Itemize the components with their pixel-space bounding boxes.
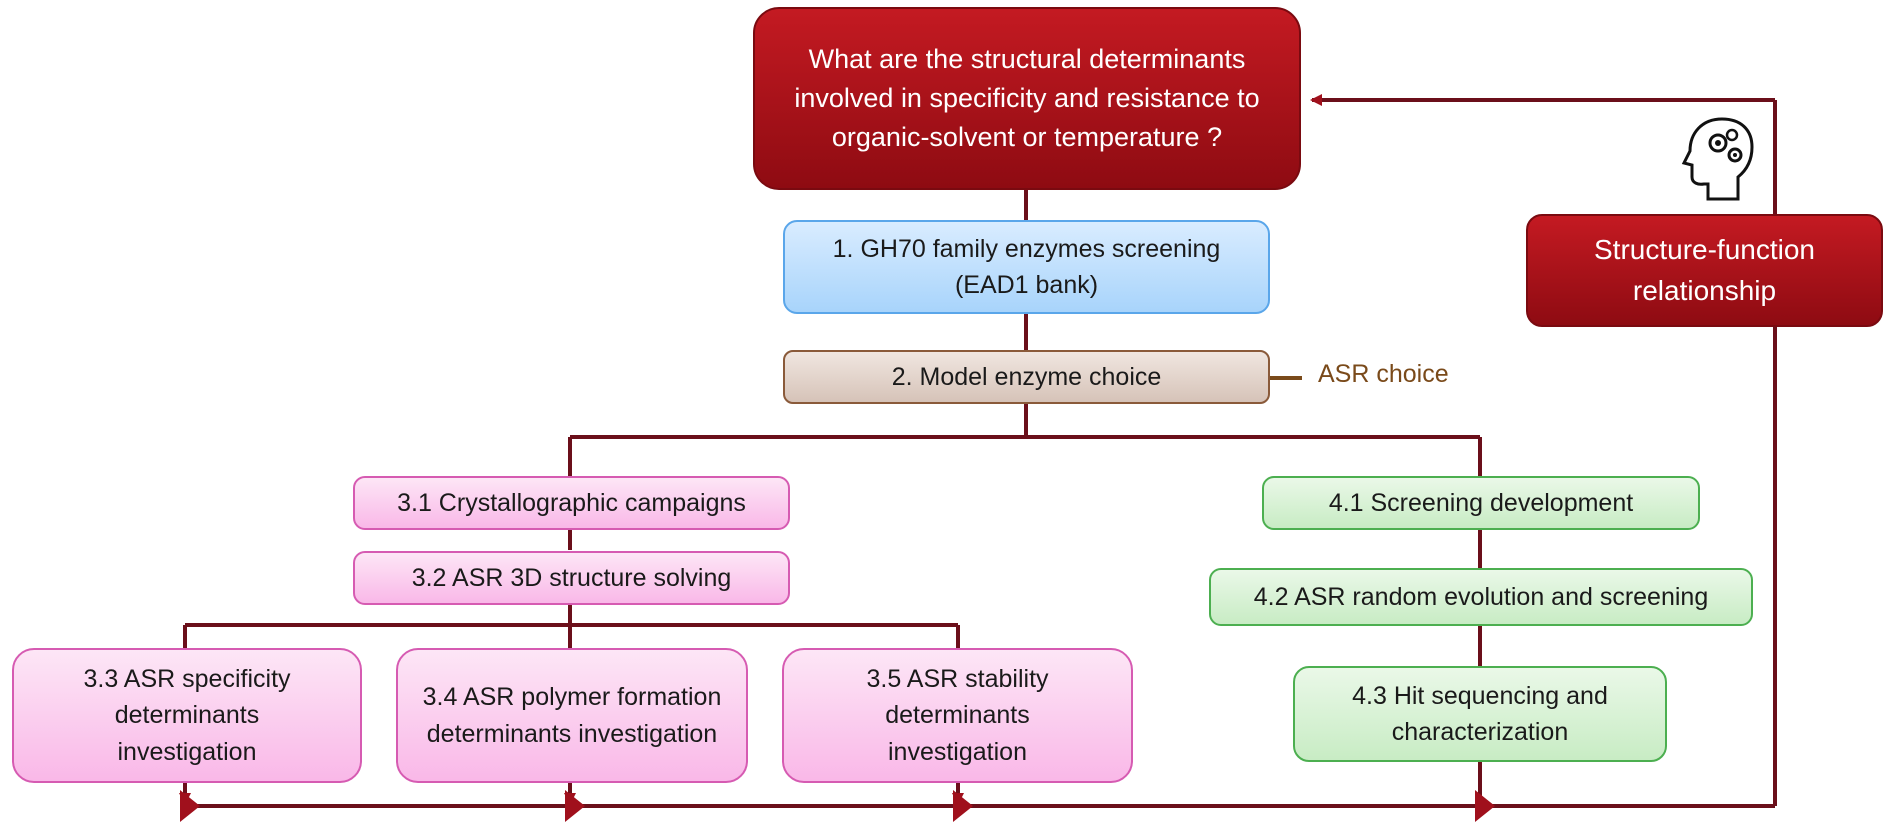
question-box: What are the structural determinants inv… xyxy=(753,7,1301,190)
step3-2-box: 3.2 ASR 3D structure solving xyxy=(353,551,790,605)
step1-text: 1. GH70 family enzymes screening (EAD1 b… xyxy=(832,234,1221,299)
step3-5-text: 3.5 ASR stability determinants investiga… xyxy=(866,665,1049,766)
arrowhead-1 xyxy=(180,790,200,822)
structure-function-box: Structure-function relationship xyxy=(1526,214,1883,327)
step4-2-text: 4.2 ASR random evolution and screening xyxy=(1253,582,1709,611)
step2-box: 2. Model enzyme choice xyxy=(783,350,1270,404)
step3-1-box: 3.1 Crystallographic campaigns xyxy=(353,476,790,530)
step3-4-text: 3.4 ASR polymer formation determinants i… xyxy=(422,683,722,748)
step1-box: 1. GH70 family enzymes screening (EAD1 b… xyxy=(783,220,1270,314)
step3-2-text: 3.2 ASR 3D structure solving xyxy=(411,563,732,592)
step4-1-text: 4.1 Screening development xyxy=(1328,488,1634,517)
step3-4-box: 3.4 ASR polymer formation determinants i… xyxy=(396,648,748,783)
step3-3-box: 3.3 ASR specificity determinants investi… xyxy=(12,648,362,783)
question-text: What are the structural determinants inv… xyxy=(794,43,1260,153)
structure-function-text: Structure-function relationship xyxy=(1594,233,1815,306)
step4-3-text: 4.3 Hit sequencing and characterization xyxy=(1352,681,1608,746)
asr-choice-label: ASR choice xyxy=(1318,360,1449,388)
step4-1-box: 4.1 Screening development xyxy=(1262,476,1700,530)
step4-2-box: 4.2 ASR random evolution and screening xyxy=(1209,568,1753,626)
arrowhead-2 xyxy=(565,790,585,822)
arrowhead-3 xyxy=(953,790,973,822)
step4-3-box: 4.3 Hit sequencing and characterization xyxy=(1293,666,1667,762)
step2-text: 2. Model enzyme choice xyxy=(891,362,1162,391)
head-gears-icon xyxy=(1680,113,1760,203)
arrowhead-4 xyxy=(1475,790,1495,822)
step3-3-text: 3.3 ASR specificity determinants investi… xyxy=(83,665,291,766)
step3-5-box: 3.5 ASR stability determinants investiga… xyxy=(782,648,1133,783)
step3-1-text: 3.1 Crystallographic campaigns xyxy=(397,488,746,517)
